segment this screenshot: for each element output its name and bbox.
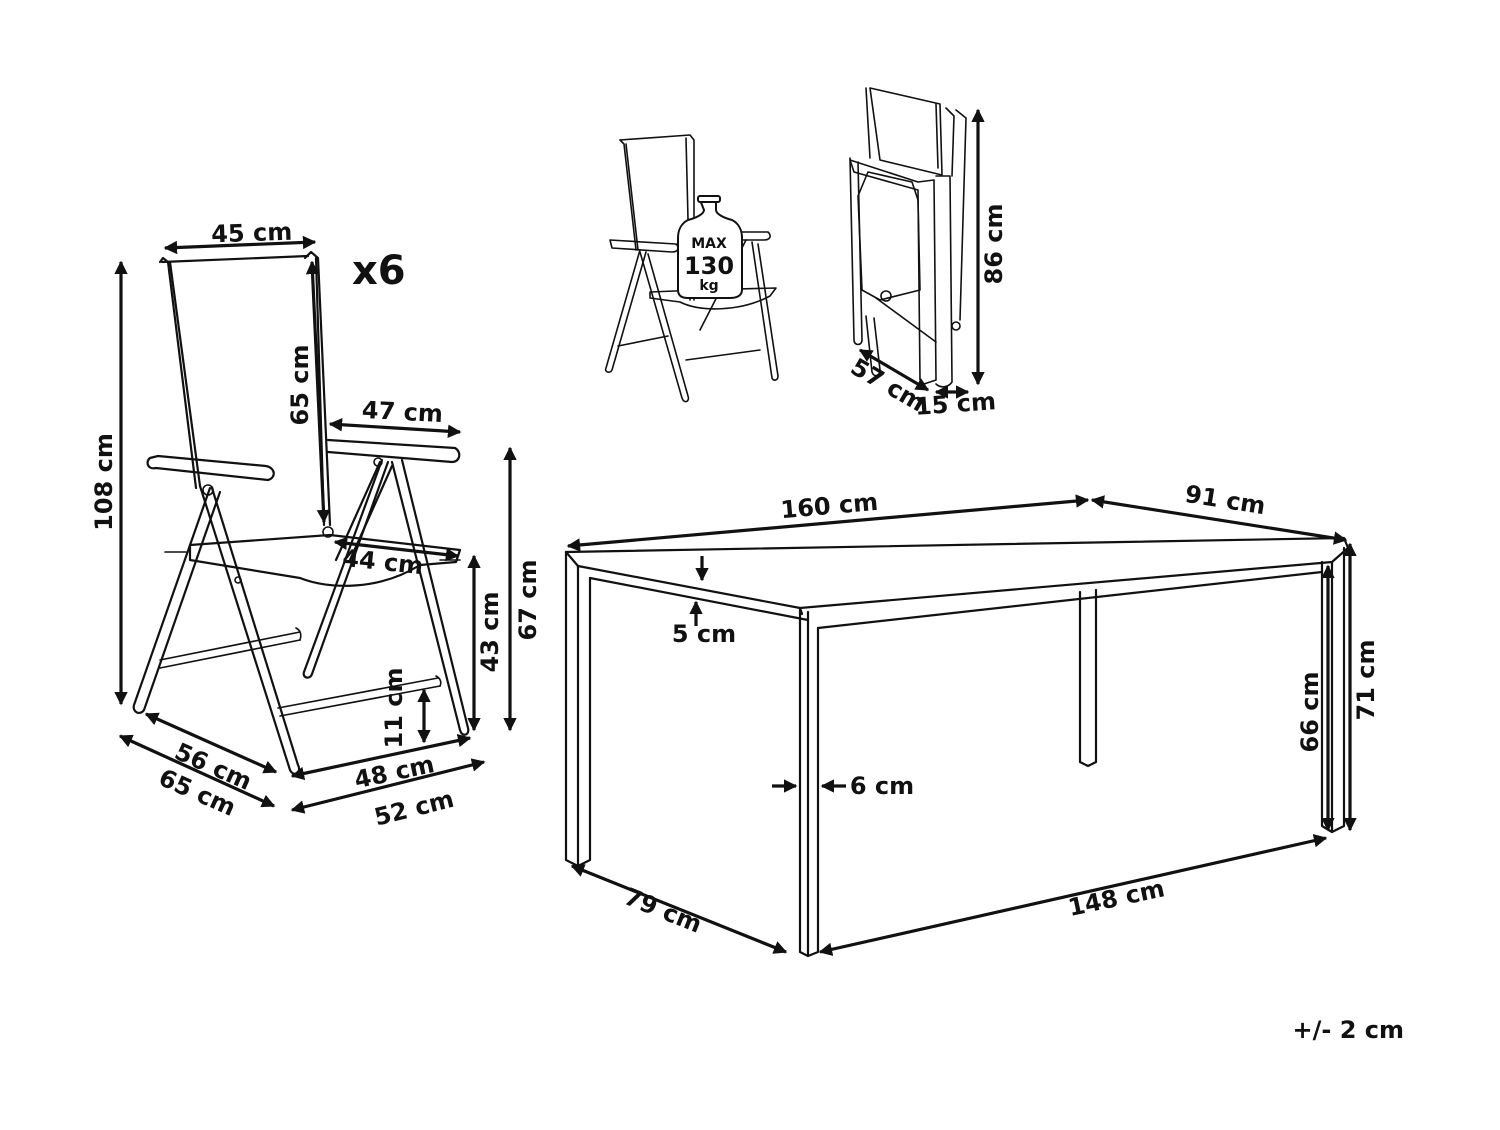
table-clearance-height-label: 66 cm — [1296, 672, 1324, 753]
chair-seat-height-label: 43 cm — [476, 592, 504, 673]
chair-height-total-label: 108 cm — [90, 433, 118, 531]
chair-width-outer-label: 52 cm — [371, 785, 456, 832]
weight-icon — [677, 195, 743, 299]
chair-drawing — [132, 250, 470, 775]
load-value-label: 130 — [684, 252, 734, 280]
chair-footrest-height-label: 11 cm — [380, 668, 408, 749]
folded-thickness-label: 15 cm — [914, 387, 997, 421]
table-inner-length-label: 148 cm — [1066, 874, 1167, 922]
folded-height-label: 86 cm — [980, 204, 1008, 285]
folded-chair-drawing — [849, 87, 967, 388]
chair-multiplier-label: x6 — [352, 248, 406, 294]
table-leg-width-label: 6 cm — [850, 772, 914, 800]
table-inner-width-label: 79 cm — [620, 882, 706, 938]
chair-backrest-height-label: 65 cm — [286, 345, 314, 426]
table-width-label: 91 cm — [1183, 480, 1267, 520]
table-dimension-lines — [566, 494, 1357, 956]
table-drawing — [564, 536, 1350, 958]
table-height-label: 71 cm — [1352, 640, 1380, 721]
load-unit-label: kg — [699, 278, 718, 294]
chair-armrest-length-label: 47 cm — [361, 396, 443, 428]
chair-height-armrest-label: 67 cm — [514, 560, 542, 641]
tolerance-note: +/- 2 cm — [1293, 1016, 1404, 1044]
chair-dimension-lines — [114, 235, 517, 814]
chair-back-width-label: 45 cm — [211, 218, 293, 249]
table-top-thickness-label: 5 cm — [672, 620, 736, 648]
folded-chair-dimension-lines — [858, 108, 985, 399]
load-max-label: MAX — [691, 236, 727, 252]
chair-width-inner-label: 48 cm — [352, 750, 437, 794]
